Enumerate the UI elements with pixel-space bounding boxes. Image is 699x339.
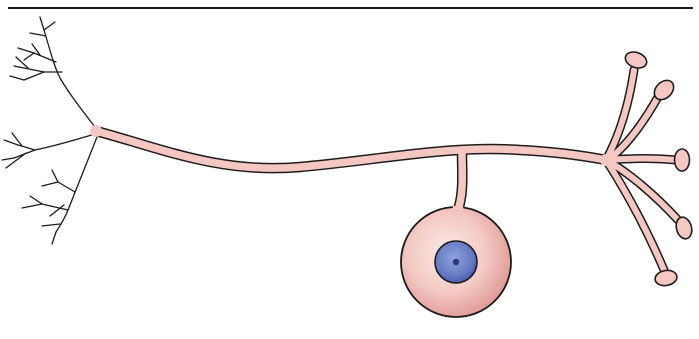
- dendrites: [2, 17, 97, 244]
- terminal-bouton: [623, 49, 649, 71]
- nucleolus: [453, 259, 459, 265]
- neuron-fiber-outline: [96, 70, 678, 270]
- soma-stalk-join: [452, 206, 464, 213]
- dendrite-junction: [90, 125, 102, 137]
- neuron-fiber-fill: [96, 70, 678, 270]
- terminal-junction: [600, 154, 612, 166]
- terminal-bouton: [654, 269, 678, 288]
- terminal-bouton: [675, 149, 690, 171]
